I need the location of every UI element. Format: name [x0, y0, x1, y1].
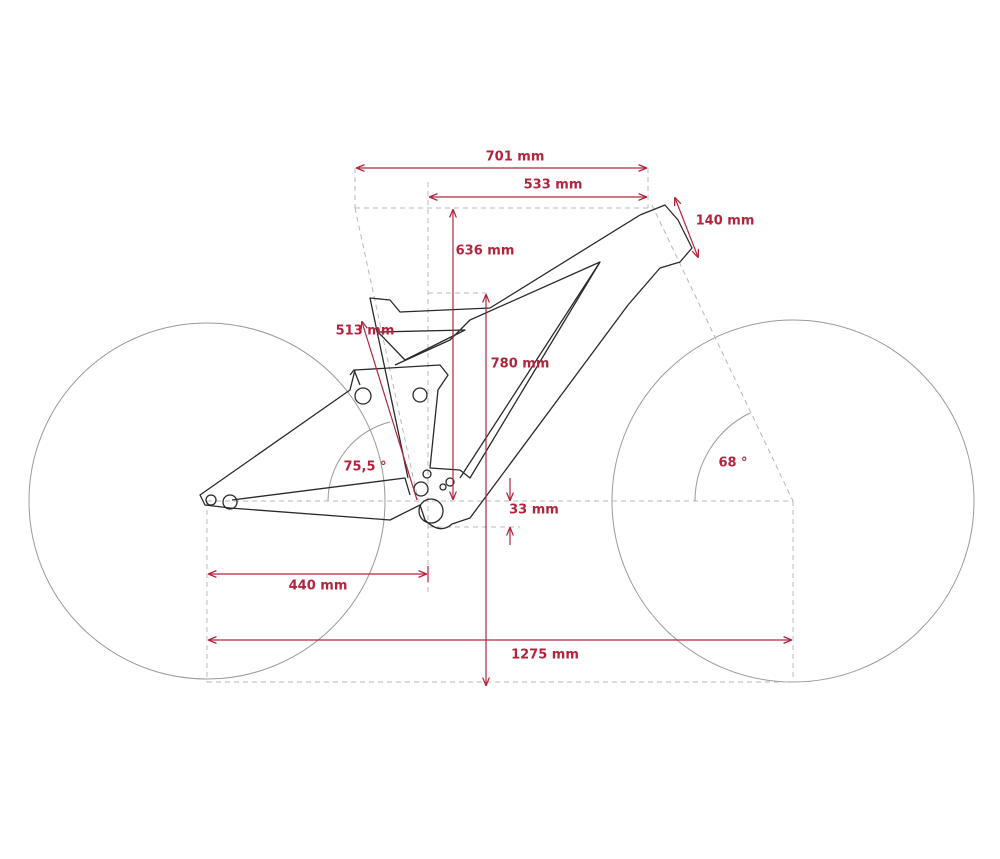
chainstay-label: 440 mm — [288, 578, 348, 594]
head-angle-arc — [694, 412, 751, 502]
head-tube-label: 140 mm — [695, 213, 755, 229]
seat-tube-arrow — [362, 322, 418, 501]
reach-label: 533 mm — [523, 177, 583, 193]
reach-total-label: 701 mm — [485, 149, 545, 165]
bb-drop-label: 33 mm — [509, 502, 559, 518]
bike-frame — [199, 204, 693, 530]
head-tube-arrow — [675, 198, 698, 257]
wheelbase-label: 1275 mm — [511, 647, 579, 663]
standover-label: 780 mm — [490, 356, 550, 372]
stack-label: 636 mm — [455, 243, 515, 259]
seat-angle-label: 75,5 ° — [343, 459, 387, 475]
head-angle-label: 68 ° — [718, 455, 748, 471]
seat-tube-label: 513 mm — [335, 323, 395, 339]
rear-wheel — [28, 322, 386, 680]
